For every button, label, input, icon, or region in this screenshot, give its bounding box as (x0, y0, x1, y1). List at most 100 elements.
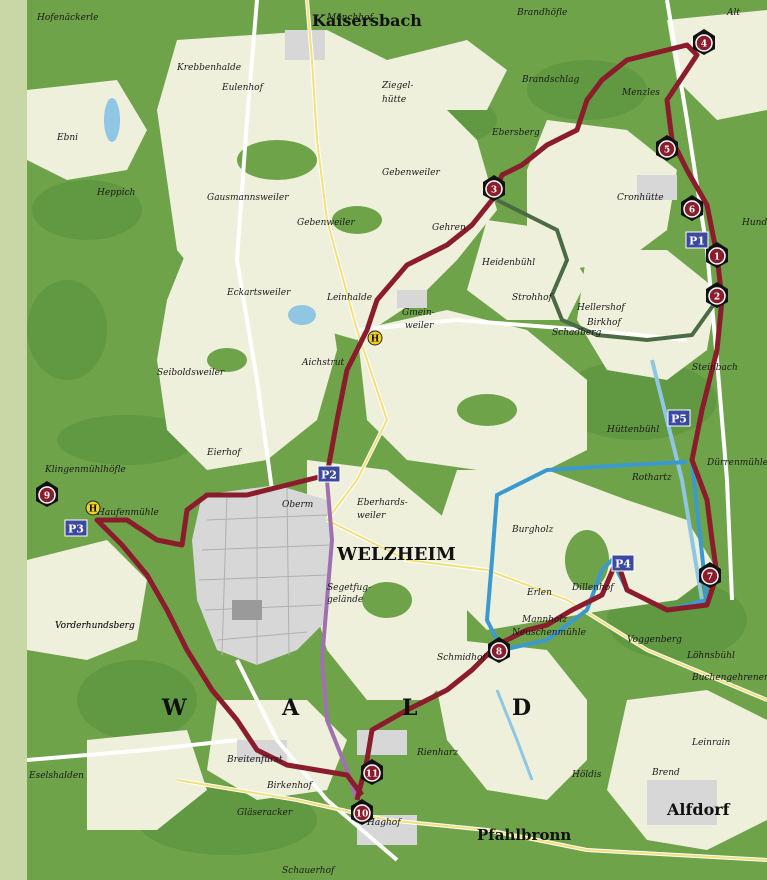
place-label: Buchengehrener Sägm (691, 673, 767, 683)
place-label: Dillenhof (571, 583, 615, 593)
place-label: Vorderhundsberg (55, 621, 135, 631)
place-label: Brandhöfle (516, 8, 567, 18)
waypoint-marker-2[interactable]: 2 (706, 282, 728, 308)
place-label: Dürrenmühle (706, 458, 767, 468)
parking-label: P5 (671, 413, 687, 426)
waypoint-marker-5[interactable]: 5 (656, 135, 678, 161)
place-label: weiler (357, 511, 386, 521)
area-label-wald: W A L D (161, 695, 531, 721)
waypoint-number: 2 (714, 293, 720, 303)
town-labels: Kaisersbach WELZHEIM Alfdorf Pfahlbronn (312, 11, 731, 844)
place-label: Eckartsweiler (226, 288, 291, 298)
place-label: Krebbenhalde (176, 63, 241, 73)
waypoint-number: 9 (44, 492, 50, 502)
parking-marker-p4[interactable]: P4 (611, 554, 635, 572)
waypoint-marker-11[interactable]: 11 (361, 759, 383, 785)
waypoint-number: 7 (707, 573, 713, 583)
parking-marker-p5[interactable]: P5 (667, 409, 691, 427)
place-label: Schauerhof (282, 866, 336, 876)
parking-marker-p3[interactable]: P3 (64, 519, 88, 537)
place-label: Mönchhof (326, 13, 374, 23)
waypoint-markers[interactable]: 1 2 3 4 5 6 7 8 9 10 11 (36, 29, 728, 825)
place-label: Gebenweiler (297, 218, 356, 228)
place-label: Rienharz (416, 748, 458, 758)
place-label: Strohhof (512, 293, 554, 303)
settlements (237, 30, 717, 845)
place-label: Hellershof (576, 303, 626, 313)
place-label: Heppich (96, 188, 135, 198)
forest-islands (207, 140, 609, 618)
place-label: Eierhof (206, 448, 242, 458)
place-label: Burgholz (511, 525, 554, 535)
waypoint-marker-7[interactable]: 7 (699, 562, 721, 588)
waypoint-marker-8[interactable]: 8 (488, 637, 510, 663)
place-label: Rothartz (631, 473, 672, 483)
place-label: Leinrain (691, 738, 731, 748)
waypoint-marker-3[interactable]: 3 (483, 175, 505, 201)
place-label: Hofenäckerle (36, 13, 98, 23)
waypoint-number: 11 (366, 770, 379, 780)
place-label: Ebni (56, 133, 78, 143)
place-label: Hundsberg (741, 218, 767, 228)
waypoint-marker-9[interactable]: 9 (36, 481, 58, 507)
map-canvas[interactable]: Kaisersbach WELZHEIM Alfdorf Pfahlbronn … (26, 0, 767, 880)
place-label: Voggenberg (627, 635, 682, 645)
hut-marker-1[interactable]: H (367, 330, 383, 346)
place-label: Mannholz (521, 615, 567, 625)
hiking-map[interactable]: Kaisersbach WELZHEIM Alfdorf Pfahlbronn … (26, 0, 767, 880)
waypoint-number: 8 (496, 648, 502, 658)
waypoint-marker-10[interactable]: 10 (351, 799, 373, 825)
area-letter-d: D (512, 695, 531, 721)
place-label: Cronhütte (617, 193, 664, 203)
place-label: Leinhalde (326, 293, 372, 303)
place-label: Oberm (282, 500, 313, 510)
welzheim-settlement (192, 485, 332, 665)
place-label: Erlen (526, 588, 552, 598)
place-label: Neuschenmühle (511, 628, 586, 638)
place-label: Breitenfürst (226, 755, 283, 765)
place-label: Gausmannsweiler (207, 193, 289, 203)
place-label: Haufenmühle (96, 508, 159, 518)
waypoint-marker-1[interactable]: 1 (706, 242, 728, 268)
main-route[interactable] (94, 42, 725, 801)
waypoint-number: 5 (664, 146, 670, 156)
place-label: Hüttenbühl (606, 425, 659, 435)
waypoint-number: 6 (689, 206, 695, 216)
waypoint-marker-6[interactable]: 6 (681, 195, 703, 221)
area-letter-l: L (402, 695, 417, 721)
roads-yellow (176, 0, 767, 861)
place-label: hütte (382, 95, 406, 105)
place-label: Eselshalden (28, 771, 84, 781)
place-label: Schadberg (552, 328, 602, 338)
place-label: Menzles (621, 88, 660, 98)
place-label: Eulenhof (221, 83, 265, 93)
place-label: Schmidhof (437, 653, 487, 663)
place-label: gelände (327, 595, 363, 605)
parking-marker-p2[interactable]: P2 (317, 465, 341, 483)
town-label-alfdorf: Alfdorf (666, 800, 731, 819)
town-label-kaisersbach: Kaisersbach (312, 11, 422, 30)
purple-route[interactable] (319, 479, 359, 801)
place-label: Seiboldsweiler (157, 368, 225, 378)
parking-label: P4 (615, 558, 631, 571)
area-letter-a: A (281, 695, 300, 721)
hut-marker-2[interactable]: H (85, 500, 101, 516)
place-label: Gläseracker (237, 808, 293, 818)
hut-markers[interactable]: HH (85, 330, 383, 516)
place-label: Ziegel- (381, 81, 413, 91)
parking-marker-p1[interactable]: P1 (685, 231, 709, 249)
green-route[interactable] (496, 198, 719, 343)
place-label: Höldis (571, 770, 602, 780)
place-label: Heidenbühl (481, 258, 535, 268)
place-label: Eberhards- (356, 498, 408, 508)
parking-label: P1 (689, 235, 705, 248)
left-border-band (0, 0, 27, 880)
hut-label: H (89, 505, 98, 515)
waypoint-number: 3 (491, 186, 497, 196)
place-label: Steinbach (692, 363, 738, 373)
waypoint-marker-4[interactable]: 4 (693, 29, 715, 55)
meadows (27, 10, 767, 850)
place-label: Segetfug- (327, 583, 371, 593)
